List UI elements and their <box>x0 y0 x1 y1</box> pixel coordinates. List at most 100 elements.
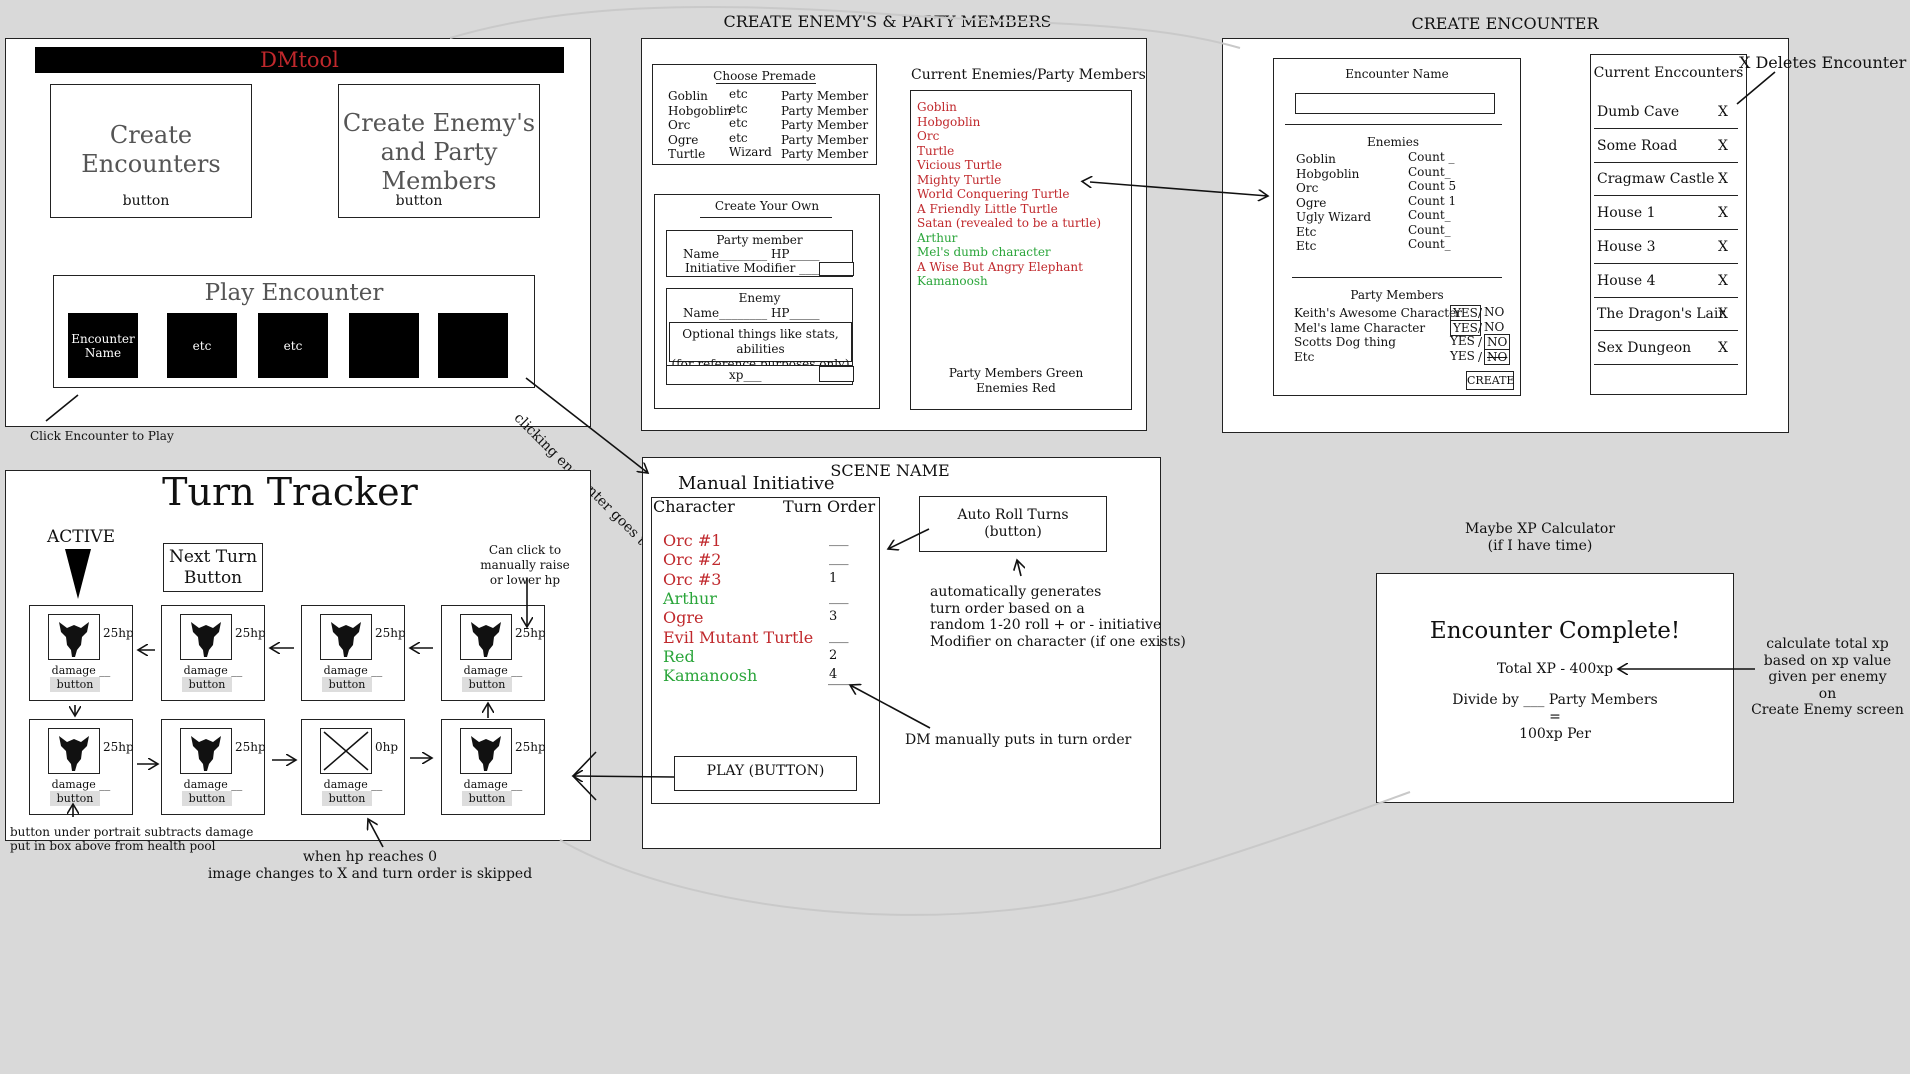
premade-role[interactable]: Party Member <box>781 118 869 132</box>
hp-value[interactable]: 25hp <box>103 740 134 754</box>
no-toggle[interactable]: NO <box>1484 319 1505 334</box>
hp-value[interactable]: 25hp <box>375 626 406 640</box>
damage-button[interactable]: button <box>182 677 232 692</box>
encounter-list-item[interactable]: Some Road <box>1597 137 1678 154</box>
encounter-tile[interactable] <box>349 313 419 378</box>
delete-encounter-button[interactable]: X <box>1718 272 1728 289</box>
list-item[interactable]: A Wise But Angry Elephant <box>917 259 1083 274</box>
hp-value[interactable]: 25hp <box>515 626 546 640</box>
list-item[interactable]: Hobgoblin <box>917 114 981 129</box>
delete-encounter-button[interactable]: X <box>1718 339 1728 356</box>
list-item[interactable]: Vicious Turtle <box>917 158 1003 172</box>
damage-button[interactable]: button <box>182 791 232 806</box>
damage-field[interactable]: damage __ <box>51 664 111 677</box>
party-initiative-field[interactable]: Initiative Modifier ____ <box>685 261 824 275</box>
encounter-list-item[interactable]: House 1 <box>1597 205 1656 222</box>
list-item[interactable]: Mel's dumb character <box>917 245 1051 259</box>
turn-order-field[interactable]: 1 <box>829 570 838 586</box>
list-item[interactable]: Satan (revealed to be a turtle) <box>917 216 1102 230</box>
play-button[interactable]: PLAY (BUTTON) <box>674 756 857 791</box>
create-enemies-button[interactable]: Create Enemy's and Party Members button <box>338 84 540 218</box>
encounter-tile[interactable]: etc <box>167 313 237 378</box>
party-add-box[interactable] <box>819 262 854 276</box>
character-card[interactable]: 25hp damage __button <box>301 605 406 701</box>
enemy-add-box[interactable] <box>819 366 854 382</box>
list-item[interactable]: Mighty Turtle <box>917 172 1002 187</box>
turn-order-field[interactable]: 3 <box>829 609 838 625</box>
create-encounters-button[interactable]: Create Encounters button <box>50 84 252 218</box>
list-item[interactable]: Orc <box>917 129 940 143</box>
enemy-xp-field[interactable]: xp___ <box>729 368 762 382</box>
encounter-tile[interactable]: Encounter Name <box>68 313 138 378</box>
enemy-count-field[interactable]: Count 1 <box>1408 193 1457 208</box>
auto-roll-button[interactable]: Auto Roll Turns (button) <box>919 496 1107 552</box>
enemy-count-field[interactable]: Count_ <box>1408 237 1451 251</box>
turn-order-field[interactable]: ___ <box>828 670 849 686</box>
delete-encounter-button[interactable]: X <box>1718 104 1728 120</box>
damage-button[interactable]: button <box>462 677 512 692</box>
yes-toggle[interactable]: YES <box>1450 319 1481 336</box>
encounter-list-item[interactable]: House 4 <box>1597 272 1656 289</box>
premade-role[interactable]: Party Member <box>781 147 869 161</box>
list-item[interactable]: Goblin <box>917 100 957 114</box>
encounter-list-item[interactable]: Cragmaw Castle <box>1597 171 1715 188</box>
premade-name[interactable]: Turtle <box>668 147 706 161</box>
encounter-list-item[interactable]: The Dragon's Lair <box>1597 306 1726 323</box>
enemy-count-field[interactable]: Count 5 <box>1408 179 1457 193</box>
list-item[interactable]: World Conquering Turtle <box>917 187 1070 201</box>
turn-order-field[interactable]: ___ <box>829 551 849 567</box>
damage-field[interactable]: damage __ <box>463 778 523 791</box>
delete-encounter-button[interactable]: X <box>1718 171 1728 188</box>
party-name-hp-field[interactable]: Name________ HP_____ <box>683 247 820 261</box>
delete-encounter-button[interactable]: X <box>1718 205 1728 222</box>
hp-value[interactable]: 25hp <box>235 626 266 640</box>
character-card[interactable]: 0hp damage __button <box>301 719 405 815</box>
yes-toggle[interactable]: YES <box>1450 305 1481 321</box>
encounter-list-item[interactable]: Dumb Cave <box>1597 104 1680 120</box>
damage-button[interactable]: button <box>322 791 372 806</box>
damage-field[interactable]: damage __ <box>463 664 523 677</box>
damage-field[interactable]: damage __ <box>323 778 383 791</box>
hp-value[interactable]: 0hp <box>375 740 399 754</box>
enemy-count-field[interactable]: Count_ <box>1408 222 1451 237</box>
damage-button[interactable]: button <box>322 677 372 692</box>
character-card[interactable]: 25hp damage __button <box>29 605 134 701</box>
damage-field[interactable]: damage __ <box>323 664 383 677</box>
delete-encounter-button[interactable]: X <box>1718 306 1728 323</box>
damage-field[interactable]: damage __ <box>51 778 111 791</box>
damage-field[interactable]: damage __ <box>183 778 243 791</box>
encounter-tile[interactable]: etc <box>258 313 328 378</box>
turn-order-field[interactable]: 4 <box>829 667 838 683</box>
damage-button[interactable]: button <box>50 677 100 692</box>
turn-order-field[interactable]: ___ <box>829 589 849 605</box>
turn-order-field[interactable]: ___ <box>829 532 849 547</box>
encounter-name-input[interactable] <box>1295 93 1495 114</box>
premade-name[interactable]: Goblin <box>668 89 708 103</box>
list-item[interactable]: Turtle <box>917 143 955 158</box>
premade-role[interactable]: Party Member <box>781 132 869 147</box>
enemy-count-field[interactable]: Count_ <box>1408 208 1451 222</box>
no-toggle[interactable]: NO <box>1484 334 1511 350</box>
premade-name[interactable]: Hobgoblin <box>668 103 732 118</box>
hp-value[interactable]: 25hp <box>103 626 134 640</box>
no-toggle[interactable]: NO <box>1484 305 1505 319</box>
premade-role[interactable]: Party Member <box>781 89 869 103</box>
turn-order-field[interactable]: ___ <box>829 628 849 644</box>
enemy-count-field[interactable]: Count _ <box>1408 150 1455 164</box>
turn-order-field[interactable]: 2 <box>829 647 838 663</box>
list-item[interactable]: A Friendly Little Turtle <box>917 201 1058 216</box>
no-toggle[interactable]: NO <box>1484 348 1511 365</box>
encounter-list-item[interactable]: House 3 <box>1597 238 1656 255</box>
delete-encounter-button[interactable]: X <box>1718 137 1728 154</box>
next-turn-button[interactable]: Next Turn Button <box>163 543 263 592</box>
list-item[interactable]: Kamanoosh <box>917 274 988 288</box>
character-card[interactable]: 25hp damage __button <box>441 605 546 701</box>
encounter-list-item[interactable]: Sex Dungeon <box>1597 339 1692 356</box>
premade-name[interactable]: Ogre <box>668 132 699 147</box>
damage-field[interactable]: damage __ <box>183 664 243 677</box>
enemy-name-hp-field[interactable]: Name________ HP_____ <box>683 306 820 320</box>
create-encounter-button[interactable]: CREATE <box>1466 371 1514 390</box>
